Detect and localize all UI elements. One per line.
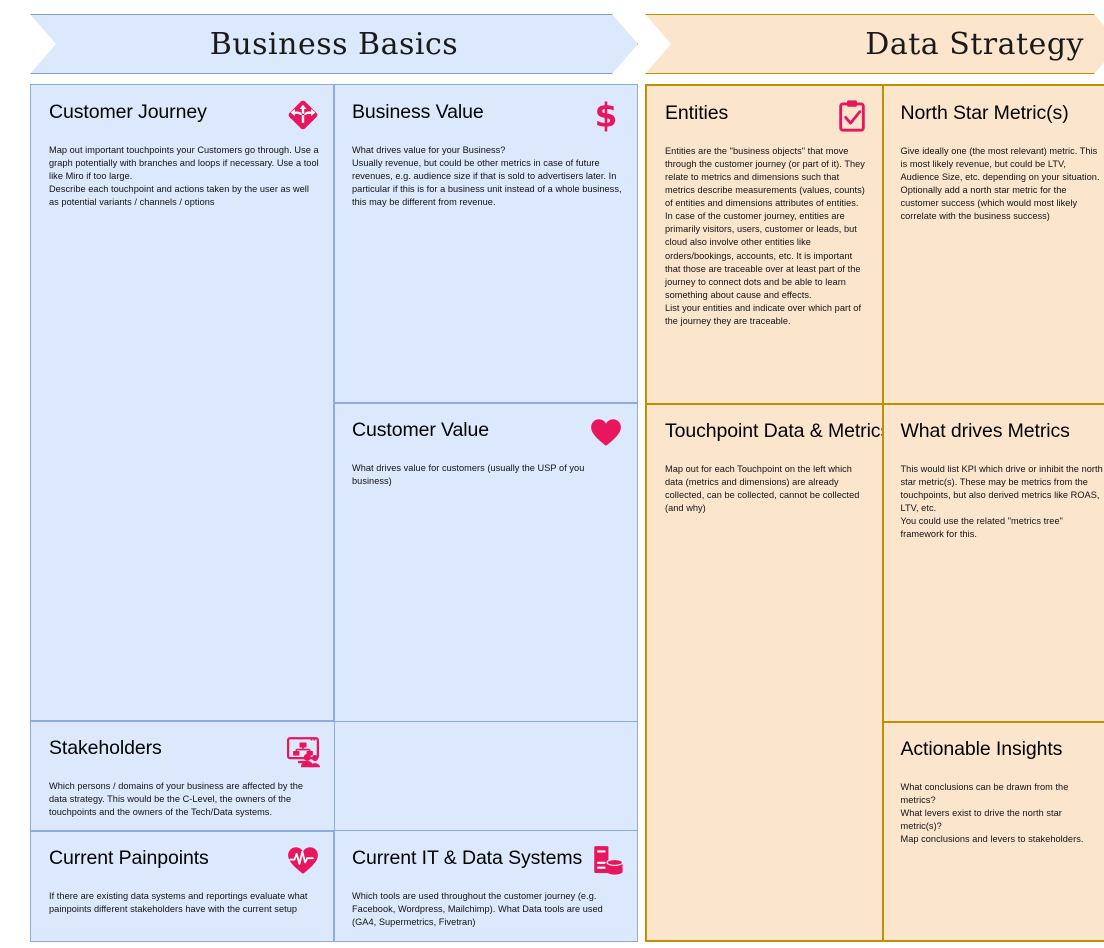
card-body: Entities are the "business objects" that…: [665, 146, 865, 326]
card-header: Customer Value: [352, 419, 623, 453]
banner-title-data-strategy: Data Strategy: [865, 26, 1084, 62]
card-title: Customer Journey: [49, 101, 207, 123]
card-current-it-data-systems[interactable]: Current IT & Data Systems: [333, 829, 638, 942]
banner-chevron-shape: [645, 14, 1104, 74]
card-actionable-insights[interactable]: Actionable Insights What conclusions can…: [881, 721, 1104, 941]
banner-title-business-basics: Business Basics: [209, 26, 459, 62]
card-customer-journey[interactable]: Customer Journey: [30, 84, 335, 722]
card-body: Give ideally one (the most relevant) met…: [900, 146, 1100, 222]
card-header: Stakeholders: [49, 737, 320, 771]
card-header: Current IT & Data Systems: [352, 845, 624, 881]
banner-data-strategy: Data Strategy: [645, 14, 1104, 74]
card-business-value[interactable]: Business Value $ What drives value for y…: [333, 84, 638, 404]
card-body: Which persons / domains of your business…: [49, 781, 304, 818]
card-body: If there are existing data systems and r…: [49, 890, 308, 914]
card-customer-value[interactable]: Customer Value What drives value for cus…: [333, 402, 638, 722]
card-title: Actionable Insights: [900, 738, 1063, 760]
card-body: Which tools are used throughout the cust…: [352, 890, 603, 927]
card-header: North Star Metric(s): [901, 102, 1104, 136]
heart-icon: [591, 419, 621, 446]
card-body: What conclusions can be drawn from the m…: [900, 782, 1084, 845]
card-north-star-metrics[interactable]: North Star Metric(s) Give ideally one (t…: [881, 85, 1104, 405]
card-title: North Star Metric(s): [900, 102, 1069, 124]
card-title: Touchpoint Data & Metrics: [665, 420, 884, 442]
card-body: Map out important touchpoints your Custo…: [49, 145, 319, 208]
card-title: Stakeholders: [49, 737, 162, 759]
card-body: This would list KPI which drive or inhib…: [900, 464, 1103, 540]
heart-pulse-icon: [288, 847, 318, 874]
card-title: Business Value: [352, 101, 484, 123]
card-stakeholders[interactable]: Stakeholders: [30, 720, 335, 832]
card-title: Current IT & Data Systems: [352, 846, 583, 869]
card-header: Business Value $: [352, 98, 623, 135]
grid-business-basics: Customer Journey: [30, 84, 638, 942]
svg-text:$: $: [595, 98, 618, 132]
banner-business-basics: Business Basics: [30, 14, 638, 74]
card-header: Customer Journey: [49, 100, 320, 135]
card-title: What drives Metrics: [900, 420, 1070, 442]
journey-branch-diamond-icon: [288, 100, 318, 130]
card-current-painpoints[interactable]: Current Painpoints If there are existing…: [30, 829, 335, 942]
card-body: Map out for each Touchpoint on the left …: [665, 464, 860, 514]
panel-data-strategy: Data Strategy Entities Entities are the …: [645, 0, 1104, 948]
card-touchpoint-data-metrics[interactable]: Touchpoint Data & Metrics Map out for ea…: [646, 403, 884, 941]
banner-chevron-shape: [30, 14, 638, 74]
card-header: Actionable Insights: [901, 738, 1104, 772]
grid-data-strategy: Entities Entities are the "business obje…: [645, 84, 1104, 942]
card-title: Entities: [665, 102, 729, 124]
dollar-sign-icon: $: [595, 98, 618, 132]
card-header: Touchpoint Data & Metrics: [665, 420, 883, 454]
panel-business-basics: Business Basics Customer Journey: [30, 0, 638, 948]
card-what-drives-metrics[interactable]: What drives Metrics This would list KPI …: [881, 403, 1104, 723]
org-chart-presentation-icon: [286, 737, 320, 768]
card-header: What drives Metrics: [901, 420, 1104, 454]
card-title: Customer Value: [352, 419, 489, 441]
card-body: What drives value for customers (usually…: [352, 463, 585, 487]
card-entities[interactable]: Entities Entities are the "business obje…: [646, 85, 884, 405]
clipboard-check-icon: [838, 100, 865, 132]
card-header: Current Painpoints: [49, 847, 320, 881]
server-database-icon: [594, 845, 624, 875]
card-title: Current Painpoints: [49, 846, 209, 869]
card-body: What drives value for your Business? Usu…: [352, 145, 622, 208]
card-header: Entities: [665, 100, 869, 136]
